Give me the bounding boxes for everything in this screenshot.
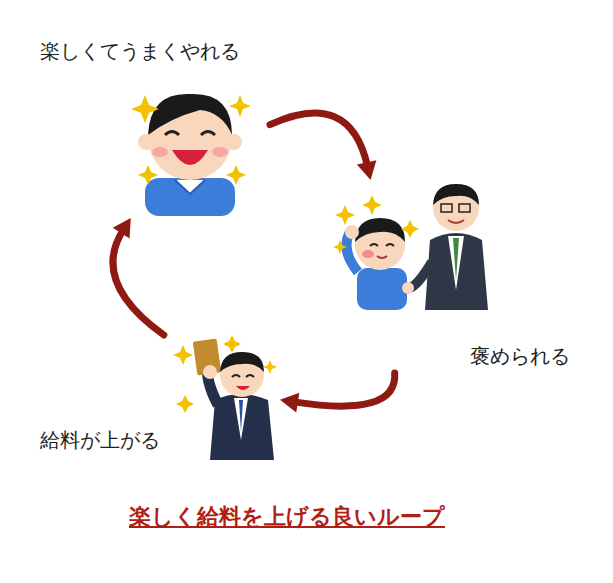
cycle-arrow — [270, 113, 376, 180]
caption: 給料が上がる — [40, 428, 160, 452]
praised-child-and-boss — [333, 184, 488, 310]
cycle-arrow — [113, 218, 164, 335]
salary-raised-person — [173, 335, 277, 460]
happy-person — [131, 94, 251, 216]
arrow-head — [280, 393, 299, 413]
arrow-line — [294, 373, 395, 406]
cycle-arrow — [280, 373, 395, 412]
caption: 褒められる — [470, 344, 570, 368]
arrow-line — [270, 113, 368, 166]
figure-node: 褒められる — [325, 180, 593, 373]
caption: 楽しくてうまくやれる — [40, 39, 240, 63]
arrow-line — [113, 230, 164, 335]
arrow-head — [357, 160, 377, 180]
diagram-title: 楽しく給料を上げる良いループ — [129, 503, 445, 532]
arrow-head — [113, 218, 131, 239]
figure-node: 給料が上がる — [38, 335, 280, 462]
figure-node: 楽しくてうまくやれる — [38, 35, 270, 218]
